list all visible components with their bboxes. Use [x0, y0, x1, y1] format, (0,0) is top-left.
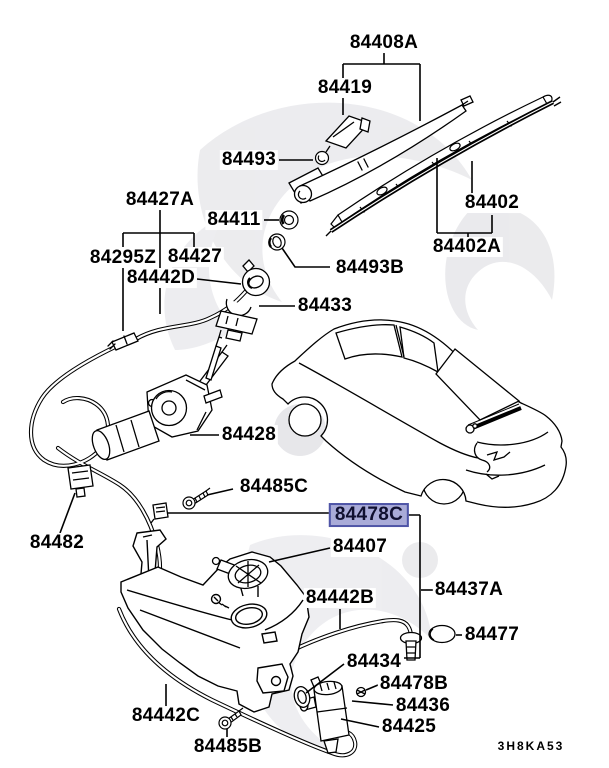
wiper-blade-rubber-drawing [326, 97, 561, 236]
nut-84411-drawing [280, 211, 298, 229]
grommet-84493B-drawing [269, 234, 285, 250]
part-label-84402[interactable]: 84402 [462, 192, 522, 214]
part-label-84425[interactable]: 84425 [379, 716, 439, 738]
part-label-84493[interactable]: 84493 [219, 149, 279, 171]
part-label-84419[interactable]: 84419 [315, 77, 375, 99]
screw-84485B-drawing [219, 708, 243, 729]
part-label-84434[interactable]: 84434 [344, 651, 404, 673]
part-label-84442B[interactable]: 84442B [303, 587, 377, 609]
rear-wiper-on-car [466, 404, 521, 479]
part-label-84427A[interactable]: 84427A [123, 189, 197, 211]
washer-pump-drawing [292, 677, 365, 753]
part-label-84442D[interactable]: 84442D [124, 267, 198, 289]
wiper-arm-cover-drawing [326, 116, 370, 152]
wiper-arm-drawing [289, 96, 473, 203]
part-label-84402A[interactable]: 84402A [430, 236, 504, 258]
part-label-84478C-highlighted[interactable]: 84478C [328, 503, 410, 527]
part-label-84428[interactable]: 84428 [219, 424, 279, 446]
part-label-84442C[interactable]: 84442C [129, 705, 203, 727]
washer-tank-drawing [121, 530, 309, 712]
part-label-84407[interactable]: 84407 [330, 536, 390, 558]
part-label-84485C[interactable]: 84485C [237, 476, 311, 498]
washer-hose-drawing [31, 291, 411, 755]
washer-nozzle-drawing [216, 260, 270, 341]
part-label-84408A[interactable]: 84408A [347, 32, 421, 54]
part-label-84482[interactable]: 84482 [27, 532, 87, 554]
diagram-code: 3H8KA53 [497, 739, 565, 753]
clip-84478C-drawing [151, 503, 168, 523]
nut-84493-drawing [316, 152, 329, 165]
part-label-84493B[interactable]: 84493B [333, 257, 407, 279]
part-label-84477[interactable]: 84477 [462, 624, 522, 646]
part-label-84427[interactable]: 84427 [165, 246, 225, 268]
part-label-84295Z[interactable]: 84295Z [87, 247, 159, 269]
part-label-84485B[interactable]: 84485B [191, 736, 265, 758]
part-label-84437A[interactable]: 84437A [432, 579, 506, 601]
screw-84485C-drawing [183, 488, 210, 509]
leader-lines [60, 52, 492, 738]
part-label-84436[interactable]: 84436 [393, 695, 453, 717]
part-label-84411[interactable]: 84411 [205, 209, 263, 231]
wiper-motor-drawing [89, 330, 228, 462]
hose-connector-drawing [401, 633, 422, 661]
tank-cap-drawing [213, 556, 271, 593]
car-drawing [272, 320, 566, 507]
part-label-84433[interactable]: 84433 [295, 295, 355, 317]
part-label-84478B[interactable]: 84478B [377, 673, 451, 695]
clip-84482-drawing [68, 465, 93, 497]
cap-84477-drawing [429, 626, 455, 643]
